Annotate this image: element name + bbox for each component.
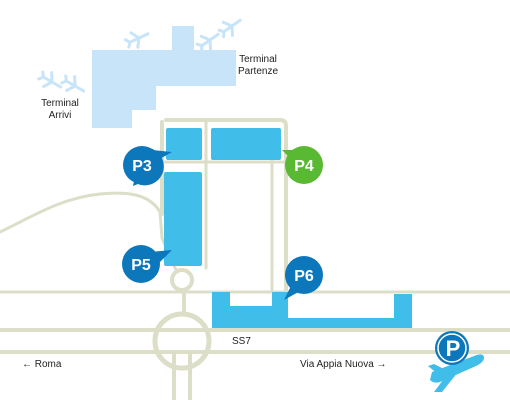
west-curve-road [0,191,164,240]
pin-p5[interactable]: P5 [122,245,172,283]
parking-lots [164,128,412,328]
terminal-partenze-label: Terminal Partenze [238,54,279,77]
parking-lot-p3 [166,128,202,160]
airplane-icon [37,70,63,89]
svg-text:P: P [446,336,461,361]
parking-plane-icon: P [428,331,484,392]
terminal-arrivi-building [92,74,146,128]
terminal-arrivi-label: Terminal Arrivi [41,98,79,121]
ss7-label: SS7 [232,336,251,347]
small-roundabout [170,268,194,292]
via-appia-nuova-label: Via Appia Nuova → [300,359,387,370]
airplane-icon [195,32,220,53]
terminal-partenze-building [92,26,236,110]
big-roundabout [152,311,212,371]
airplane-icon [217,18,242,39]
pin-p3[interactable]: P3 [123,146,172,186]
roma-label: ← Roma [22,359,62,370]
terminal-buildings [92,26,236,128]
parking-lot-p4 [211,128,281,160]
airplane-icons [37,18,242,93]
airplane-icon [60,74,86,93]
parking-lot-p6 [212,292,412,328]
pin-label: P3 [132,158,152,175]
pin-p6[interactable]: P6 [284,256,323,300]
road-network [0,118,510,400]
pin-label: P5 [131,257,151,274]
parking-loop-road [164,118,288,294]
pin-label: P6 [294,268,314,285]
parking-lot-p5 [164,172,202,266]
pin-label: P4 [294,158,314,175]
airplane-icon [124,31,150,49]
pin-p4[interactable]: P4 [282,146,323,184]
